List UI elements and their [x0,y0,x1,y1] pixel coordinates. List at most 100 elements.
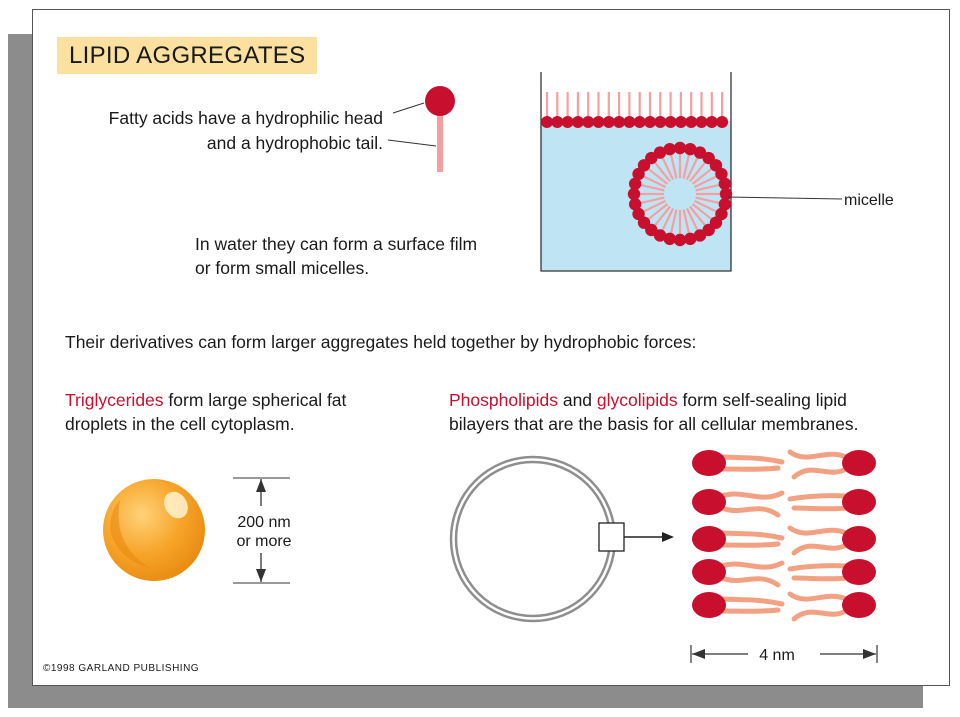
micelle-lipid-tail [691,203,712,220]
micelle-lipid-tail [689,162,706,183]
micelle-lipid-tail [682,154,690,179]
triglycerides-term: Triglycerides [65,390,164,410]
micelle-lipid-head [663,232,676,246]
micelle-lipid-tail [693,199,717,213]
glycolipids-term: glycolipids [596,390,678,410]
bilayer-lipid-tail [719,596,785,607]
micelle-lipid-head [693,229,707,242]
bilayer-lipid-tail [787,525,849,536]
micelle-lipid-tail [685,157,699,181]
size-arrowhead-up [256,479,266,492]
bilayer-lipid-tail [719,454,785,465]
slide-title: LIPID AGGREGATES [57,37,318,74]
film-lipid-head [602,116,615,128]
phospholipids-rest: form self-sealing lipid [677,390,847,410]
bilayer-lipid-head-left [692,559,726,585]
bilayer-lipid-head-left [692,489,726,515]
micelle-lipid-tail [661,157,675,181]
bilayer-lipid-tail [787,493,849,502]
micelle-lipid-tail [691,168,712,185]
bilayer-lipid-tail [791,466,849,480]
bilayer-lipid-tail [719,560,785,570]
film-lipid-head [571,116,584,128]
bilayer-lipid-head-right [842,450,876,476]
bilayer-lipid-tail [791,542,849,556]
slide-card: LIPID AGGREGATES Fatty acids have a hydr… [32,9,950,686]
film-lipid-head [623,116,636,128]
fatty-acid-line-2: and a hydrophobic tail. [206,133,383,153]
micelle-lipid-tail [661,207,675,231]
fat-droplet [103,477,290,584]
phospholipids-text-line-1: Phospholipids and glycolipids form self-… [449,388,847,412]
micelle-pointer-line [727,196,843,200]
micelle-lipid-tail [693,175,717,189]
bilayer-width-indicator [690,645,878,663]
bilayer-lipid-head-left [692,526,726,552]
width-arrowhead-left [692,649,705,659]
film-lipid-head [561,116,574,128]
film-lipid-head [592,116,605,128]
zoom-arrowhead [662,532,674,542]
triglycerides-text-line-2: droplets in the cell cytoplasm. [65,414,295,434]
phospholipids-term: Phospholipids [449,390,558,410]
micelle-lipid-tail [689,205,706,226]
micelle-lipid-tail [670,154,678,179]
bilayer-lipid-head-right [842,559,876,585]
water-line-1: In water they can form a surface film [195,234,478,254]
micelle-lipid-tail [648,203,669,220]
bilayer-lipid-tail [791,608,849,622]
film-lipid-head [695,116,708,128]
fatty-acid-line-1: Fatty acids have a hydrophilic head [108,108,383,128]
micelle-lipid-tail [640,196,665,204]
film-lipid-head [654,116,667,128]
film-lipid-head [633,116,646,128]
micelle-lipid-tail [640,184,665,192]
micelle-lipid-head [628,198,642,211]
surface-film [541,92,729,128]
bilayer-lipid-tail [787,449,849,460]
micelle-lipid-tail [643,199,667,213]
micelle-lipid-tail [695,184,720,192]
micelle-lipid-head [684,232,697,246]
size-label-line-1: 200 nm [237,514,291,531]
film-lipid-head [613,116,626,128]
bilayer-lipid-tail [791,575,849,582]
film-lipid-head [664,116,677,128]
film-lipid-head [551,116,564,128]
tail-pointer-line [387,139,437,147]
bilayer-lipid-head-left [692,450,726,476]
micelle-lipid-head [718,177,732,190]
triglycerides-text-line-1: Triglycerides form large spherical fat [65,388,346,412]
bilayer-lipid-tail [787,591,849,602]
micelle [627,141,733,247]
micelle-lipid-head [715,167,728,181]
micelle-lipid-head [653,146,667,159]
micelle-lipid-tail [682,209,690,234]
triglycerides-rest: form large spherical fat [163,390,347,410]
film-lipid-head [644,116,656,128]
micelle-lipid-head [663,142,676,156]
lipid-vesicle [449,455,674,623]
bilayer-lipid-head-right [842,592,876,618]
film-lipid-head [705,116,718,128]
droplet-shade [110,500,150,568]
micelle-lipid-head [684,142,697,156]
micelle-lipid-tail [643,175,667,189]
micelle-lipid-head [718,198,732,211]
width-arrowhead-right [863,649,876,659]
vesicle-inner-ring [454,460,612,618]
micelle-lipid-tail [648,168,669,185]
phospholipids-text-line-2: bilayers that are the basis for all cell… [449,414,859,434]
bilayer-width-label: 4 nm [747,646,807,665]
bilayer-lipid-tail [719,490,785,500]
water-line-2: or form small micelles. [195,258,370,278]
fatty-acid-head [425,86,455,116]
zoom-box [598,522,625,552]
bilayer-lipid-head-right [842,526,876,552]
micelle-lipid-tail [685,207,699,231]
bilayer-lipid-tail [787,563,849,572]
droplet-highlight [164,491,188,519]
vesicle-outer-ring [449,455,617,623]
film-lipid-head [582,116,595,128]
